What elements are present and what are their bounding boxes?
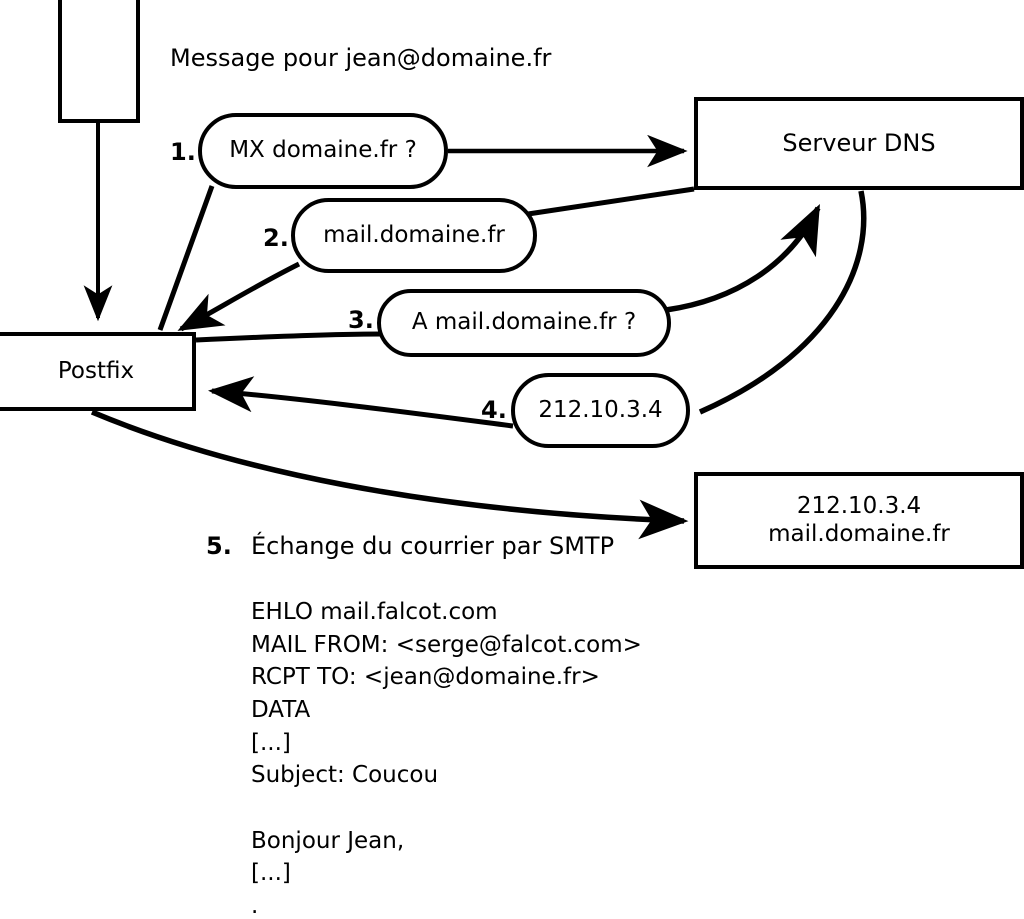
smtp-transcript-line: Subject: Coucou bbox=[251, 762, 439, 789]
node-mail-server: 212.10.3.4 mail.domaine.fr bbox=[694, 472, 1024, 569]
step-number-1: 1. bbox=[170, 138, 196, 166]
step-number-3: 3. bbox=[348, 306, 374, 334]
smtp-transcript-line: RCPT TO: <jean@domaine.fr> bbox=[251, 664, 600, 691]
arrow-step2-dns-to-bubble2 bbox=[527, 186, 695, 217]
step-number-5: 5. bbox=[206, 532, 232, 560]
bubble-a-query: A mail.domaine.fr ? bbox=[377, 289, 671, 357]
smtp-transcript-line: DATA bbox=[251, 696, 311, 723]
message-caption: Message pour jean@domaine.fr bbox=[170, 44, 552, 72]
smtp-transcript-line bbox=[251, 792, 642, 825]
smtp-transcript-line: EHLO mail.falcot.com bbox=[251, 599, 498, 625]
node-postfix: Postfix bbox=[0, 332, 196, 411]
bubble-a-query-label: A mail.domaine.fr ? bbox=[411, 309, 637, 336]
bubble-a-answer: 212.10.3.4 bbox=[511, 373, 690, 448]
node-mail-server-host: mail.domaine.fr bbox=[768, 520, 950, 547]
arrow-step1-postfix-to-bubble1 bbox=[157, 185, 215, 331]
node-dns-label: Serveur DNS bbox=[782, 129, 936, 158]
node-client-box bbox=[58, 0, 140, 123]
bubble-mx-query-label: MX domaine.fr ? bbox=[229, 137, 417, 164]
bubble-mx-answer: mail.domaine.fr bbox=[291, 198, 537, 273]
step-number-2: 2. bbox=[263, 224, 289, 252]
bubble-mx-query: MX domaine.fr ? bbox=[198, 113, 448, 189]
smtp-transcript-line: Bonjour Jean, bbox=[251, 827, 405, 854]
node-dns-server: Serveur DNS bbox=[694, 97, 1024, 190]
smtp-transcript-line: MAIL FROM: <serge@falcot.com> bbox=[251, 631, 642, 658]
step5-label: Échange du courrier par SMTP bbox=[251, 532, 615, 560]
node-postfix-label: Postfix bbox=[57, 357, 135, 384]
smtp-transcript-line: . bbox=[251, 892, 259, 919]
step-number-4: 4. bbox=[481, 396, 507, 424]
arrow-step3-postfix-to-bubble3 bbox=[195, 331, 384, 343]
bubble-mx-answer-label: mail.domaine.fr bbox=[323, 221, 505, 248]
smtp-transcript-line: [...] bbox=[251, 729, 291, 756]
arrow-step3-bubble3-to-dns bbox=[665, 204, 821, 313]
arrow-step2-bubble2-to-postfix bbox=[177, 261, 301, 332]
bubble-a-answer-label: 212.10.3.4 bbox=[538, 396, 663, 423]
smtp-transcript-line: [...] bbox=[251, 860, 291, 887]
arrow-step4-dns-to-bubble4 bbox=[698, 190, 867, 415]
node-mail-server-ip: 212.10.3.4 bbox=[796, 493, 922, 520]
arrow-step5-postfix-to-mailserver bbox=[90, 409, 689, 540]
arrow-step4-bubble4-to-postfix bbox=[208, 376, 514, 429]
